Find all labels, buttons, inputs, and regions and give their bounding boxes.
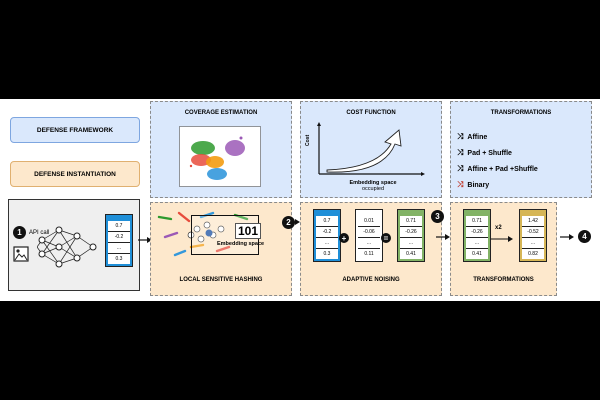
shuffle-icon: ⤨ xyxy=(457,164,464,173)
vector-cell: -0.06 xyxy=(358,227,380,238)
vector-cell: 0.41 xyxy=(400,249,422,259)
transformations-inst-title: TRANSFORMATIONS xyxy=(473,277,534,283)
vector-cell: 0.71 xyxy=(466,216,488,227)
vector-cell: 0.7 xyxy=(108,221,130,232)
api-call-label: API call xyxy=(29,230,50,236)
cost-ylabel: Cost xyxy=(305,134,311,146)
vector-cell: 1.42 xyxy=(522,216,544,227)
lsh-panel: 101 Embedding space LOCAL SENSITIVE HASH… xyxy=(150,202,292,296)
arrow-icon xyxy=(491,236,513,242)
vector-cell: ... xyxy=(108,243,130,254)
neural-network-icon xyxy=(37,226,97,268)
api-call-panel: 1 API call 0.7 xyxy=(8,199,140,291)
transform-input-vector: 0.71 -0.26 ... 0.41 xyxy=(463,209,491,262)
embedding-space-label: Embedding space xyxy=(217,241,265,247)
shuffle-icon: ⤨ xyxy=(457,148,464,157)
vector-cell: -0.26 xyxy=(466,227,488,238)
transformations-framework-panel: TRANSFORMATIONS ⤨ Affine ⤨ Pad + Shuffle… xyxy=(450,101,592,198)
vector-cell: -0.26 xyxy=(400,227,422,238)
transformation-binary: ⤨ Binary xyxy=(457,180,490,189)
vector-cell: 0.71 xyxy=(400,216,422,227)
vector-cell: 0.82 xyxy=(522,249,544,259)
lsh-embedding-icon xyxy=(157,211,249,257)
api-output-vector: 0.7 -0.2 ... 0.3 xyxy=(105,214,133,267)
vector-cell: ... xyxy=(522,238,544,249)
adaptive-noising-panel: 0.7 -0.2 ... 0.3 + 0.01 -0.06 ... 0.11 =… xyxy=(300,202,442,296)
vector-cell: 0.01 xyxy=(358,216,380,227)
arrow-icon xyxy=(138,237,152,243)
step-4-badge: 4 xyxy=(578,230,591,243)
vector-cell: 0.3 xyxy=(108,254,130,264)
vector-cell: 0.3 xyxy=(316,249,338,259)
step-1-badge: 1 xyxy=(13,226,26,239)
transform-output-vector: 1.42 -0.52 ... 0.82 xyxy=(519,209,547,262)
vector-cell: 0.7 xyxy=(316,216,338,227)
hash-code: 101 xyxy=(235,223,262,239)
vector-cell: -0.52 xyxy=(522,227,544,238)
arrow-icon xyxy=(436,234,450,240)
coverage-estimation-panel: COVERAGE ESTIMATION xyxy=(150,101,292,198)
plus-icon: + xyxy=(339,233,349,243)
transformations-instantiation-panel: 0.71 -0.26 ... 0.41 x2 1.42 -0.52 ... 0.… xyxy=(450,202,557,296)
shuffle-icon: ⤨ xyxy=(457,132,464,141)
legend-defense-instantiation: DEFENSE INSTANTIATION xyxy=(10,161,140,187)
legend-instantiation-label: DEFENSE INSTANTIATION xyxy=(34,170,116,178)
noising-input-vector: 0.7 -0.2 ... 0.3 xyxy=(313,209,341,262)
vector-cell: ... xyxy=(400,238,422,249)
noising-title: ADAPTIVE NOISING xyxy=(342,277,400,283)
shuffle-icon: ⤨ xyxy=(457,180,464,189)
vector-cell: 0.41 xyxy=(466,249,488,259)
arrow-icon xyxy=(560,234,574,240)
vector-cell: -0.2 xyxy=(316,227,338,238)
lsh-title: LOCAL SENSITIVE HASHING xyxy=(179,277,263,283)
cluster-plot-icon xyxy=(179,126,261,187)
cost-function-panel: COST FUNCTION Cost Embedding space occup… xyxy=(300,101,442,198)
vector-cell: -0.2 xyxy=(108,232,130,243)
noised-vector: 0.71 -0.26 ... 0.41 xyxy=(397,209,425,262)
vector-cell: ... xyxy=(358,238,380,249)
cost-curve-icon xyxy=(317,122,425,176)
transformation-affine: ⤨ Affine xyxy=(457,132,488,141)
coverage-title: COVERAGE ESTIMATION xyxy=(184,110,258,116)
diagram-canvas: DEFENSE FRAMEWORK DEFENSE INSTANTIATION … xyxy=(0,99,600,301)
cost-title: COST FUNCTION xyxy=(346,110,396,116)
vector-cell: ... xyxy=(316,238,338,249)
vector-cell: ... xyxy=(466,238,488,249)
legend-framework-label: DEFENSE FRAMEWORK xyxy=(36,126,114,134)
cost-xlabel: Embedding space occupied xyxy=(349,180,397,192)
transformation-pad-shuffle: ⤨ Pad + Shuffle xyxy=(457,148,512,157)
transformations-title: TRANSFORMATIONS xyxy=(490,110,552,116)
legend-defense-framework: DEFENSE FRAMEWORK xyxy=(10,117,140,143)
step-3-badge: 3 xyxy=(431,210,444,223)
step-2-badge: 2 xyxy=(282,216,295,229)
equals-icon: = xyxy=(381,233,391,243)
vector-cell: 0.11 xyxy=(358,249,380,259)
multiplier-label: x2 xyxy=(495,225,502,231)
image-icon xyxy=(13,246,29,262)
transformation-affine-pad-shuffle: ⤨ Affine + Pad +Shuffle xyxy=(457,164,538,173)
noise-vector: 0.01 -0.06 ... 0.11 xyxy=(355,209,383,262)
